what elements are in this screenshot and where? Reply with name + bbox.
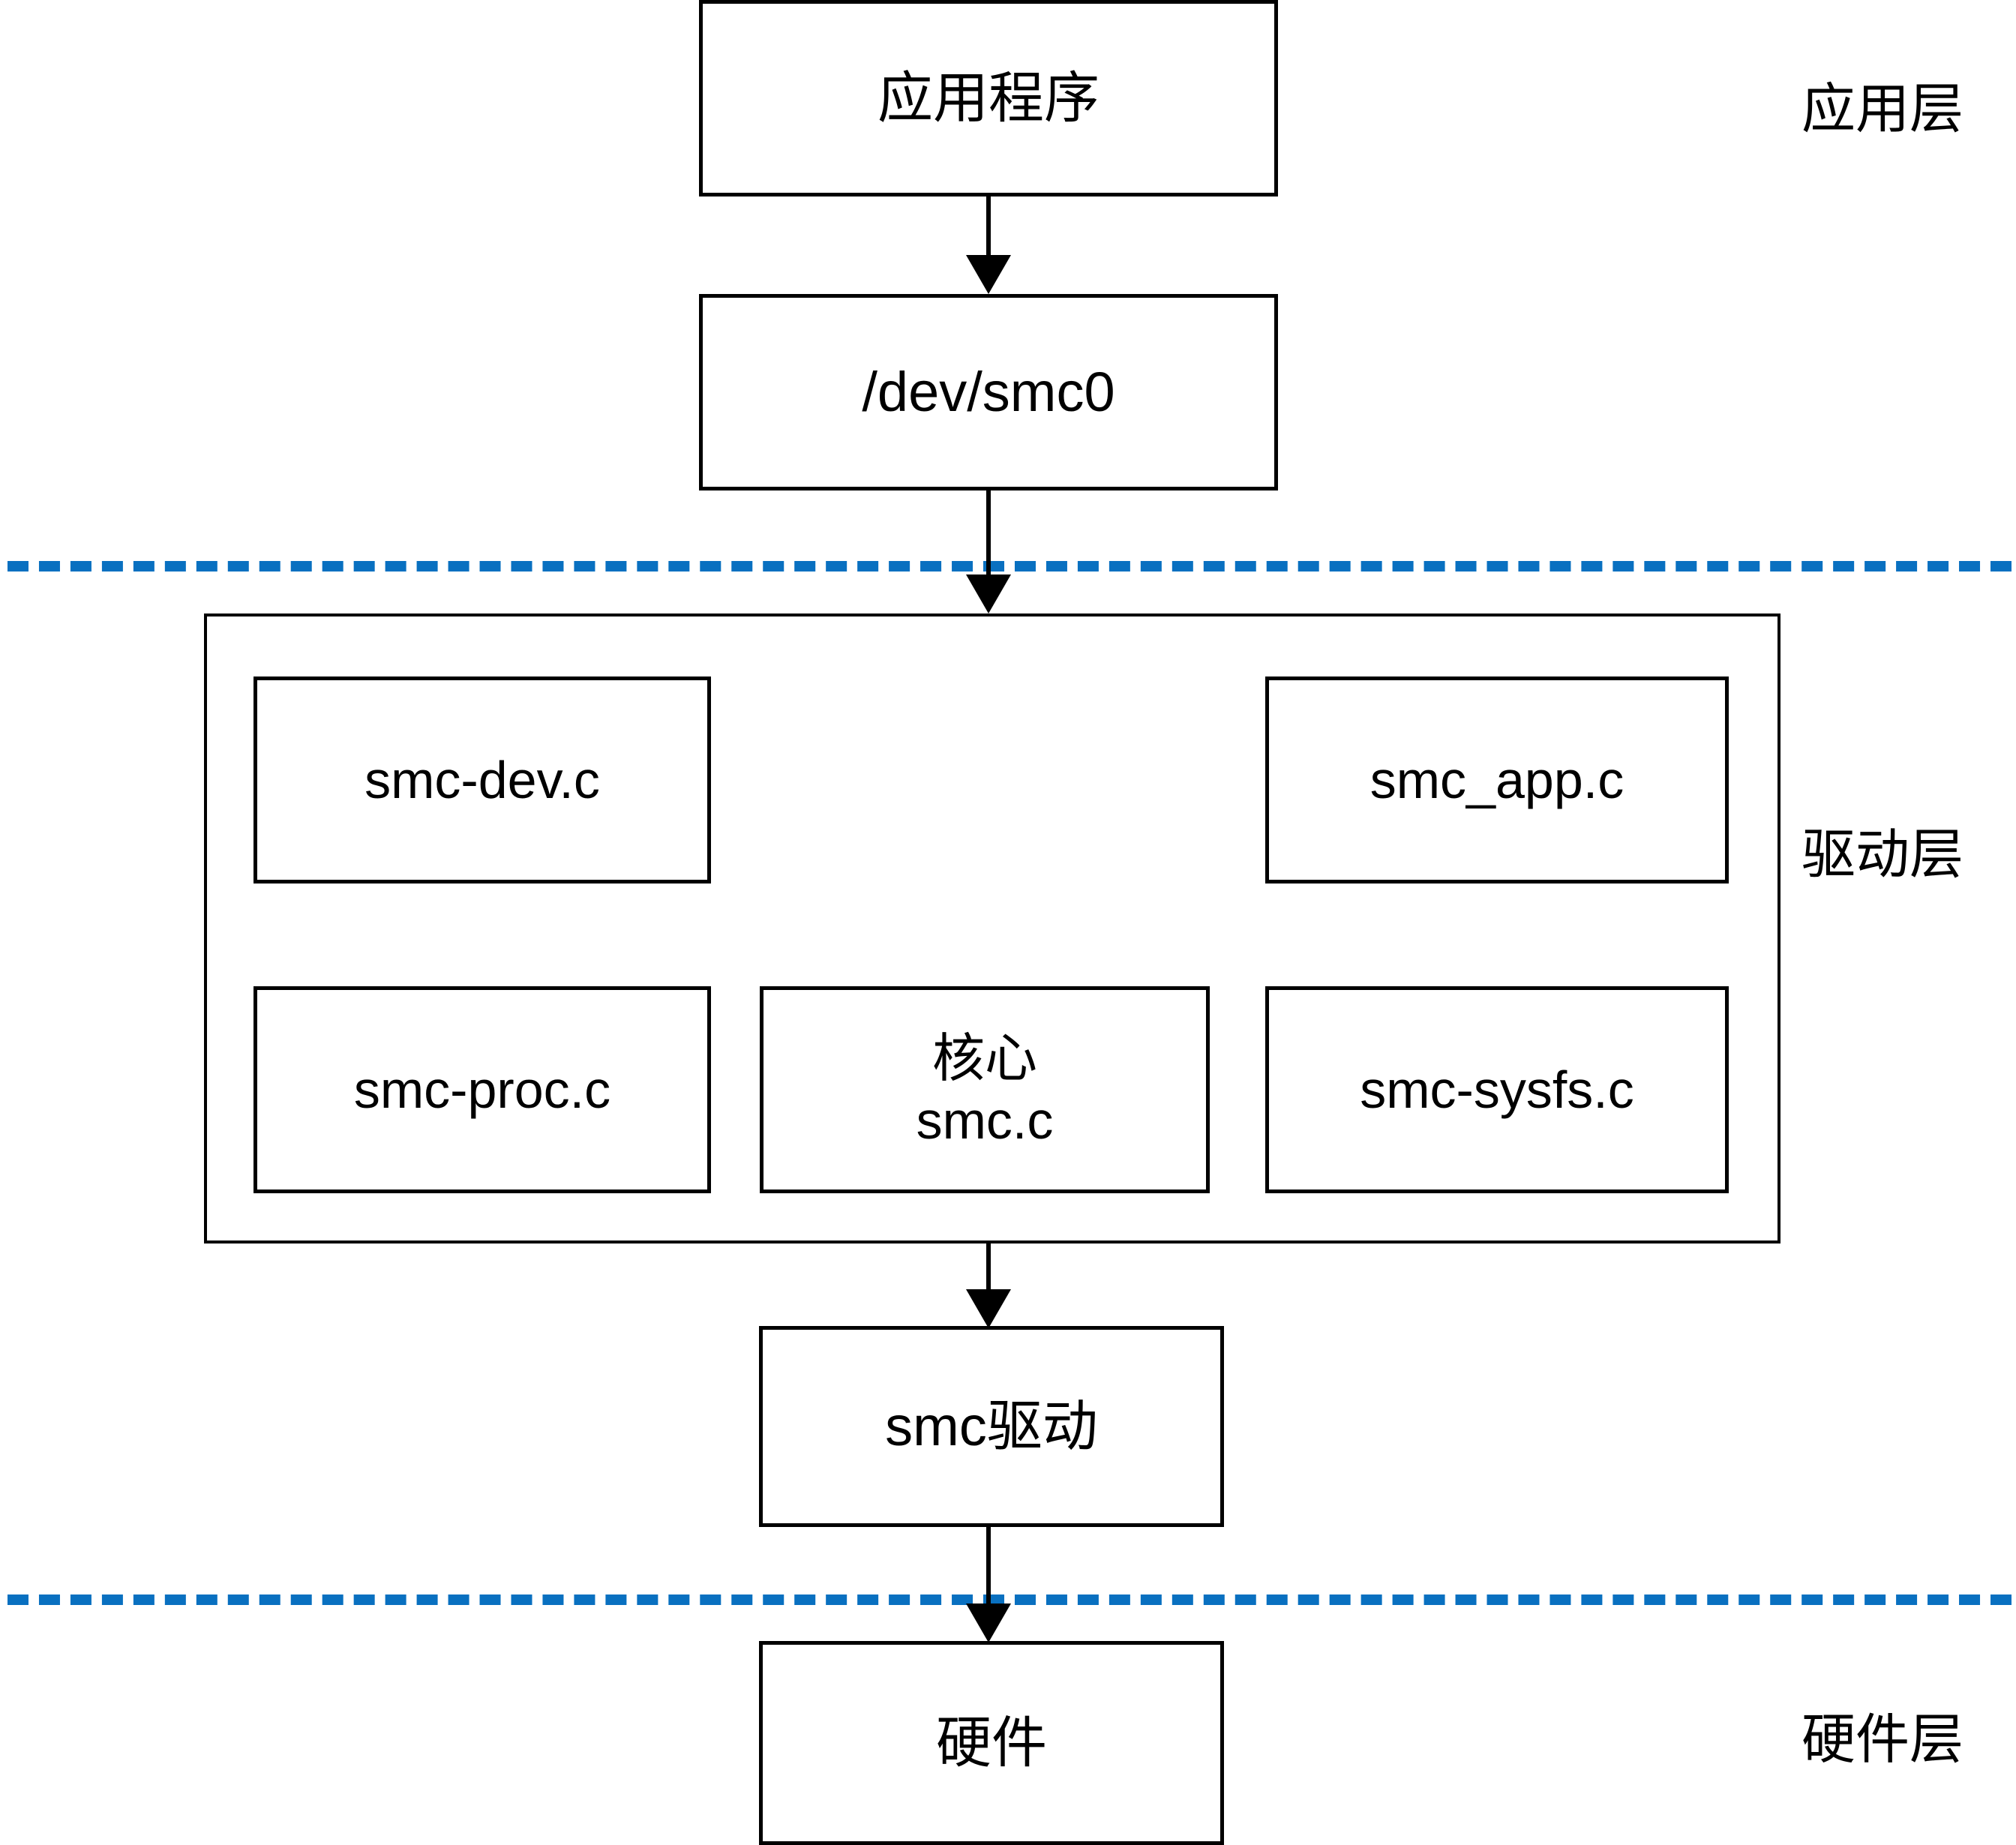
layer-caption-driver: 驱动层 xyxy=(1802,825,1964,885)
node-dev-smc0-label: /dev/smc0 xyxy=(862,361,1115,424)
arrow-shaft xyxy=(986,490,991,574)
layer-caption-hardware: 硬件层 xyxy=(1802,1710,1964,1770)
node-smc-dev-c[interactable]: smc-dev.c xyxy=(254,676,711,884)
arrow-head xyxy=(966,574,1011,614)
divider-driver-hardware xyxy=(8,1594,2012,1605)
node-smc-driver[interactable]: smc驱动 xyxy=(759,1326,1224,1527)
arrow-head xyxy=(966,255,1011,294)
arrow-shaft xyxy=(986,1526,991,1604)
node-application-program-label: 应用程序 xyxy=(878,67,1100,130)
driver-layer-container xyxy=(204,614,1780,1244)
node-smc-sysfs-c-label: smc-sysfs.c xyxy=(1360,1060,1634,1119)
node-application-program[interactable]: 应用程序 xyxy=(699,0,1278,196)
node-smc-app-c-label: smc_app.c xyxy=(1370,750,1624,809)
node-smc-core-c-label: 核心 smc.c xyxy=(916,1029,1054,1150)
arrow-shaft xyxy=(986,1242,991,1289)
node-dev-smc0[interactable]: /dev/smc0 xyxy=(699,294,1278,490)
divider-application-driver xyxy=(8,561,2012,572)
node-hardware-label: 硬件 xyxy=(936,1712,1047,1774)
node-smc-sysfs-c[interactable]: smc-sysfs.c xyxy=(1265,986,1729,1193)
node-smc-app-c[interactable]: smc_app.c xyxy=(1265,676,1729,884)
node-hardware[interactable]: 硬件 xyxy=(759,1641,1224,1845)
node-smc-dev-c-label: smc-dev.c xyxy=(364,750,600,809)
arrow-head xyxy=(966,1289,1011,1328)
node-smc-proc-c[interactable]: smc-proc.c xyxy=(254,986,711,1193)
node-smc-proc-c-label: smc-proc.c xyxy=(353,1060,611,1119)
node-smc-driver-label: smc驱动 xyxy=(885,1395,1098,1458)
node-smc-core-c[interactable]: 核心 smc.c xyxy=(760,986,1210,1193)
arrow-head xyxy=(966,1604,1011,1642)
arrow-shaft xyxy=(986,194,991,255)
layer-caption-application: 应用层 xyxy=(1802,80,1964,140)
